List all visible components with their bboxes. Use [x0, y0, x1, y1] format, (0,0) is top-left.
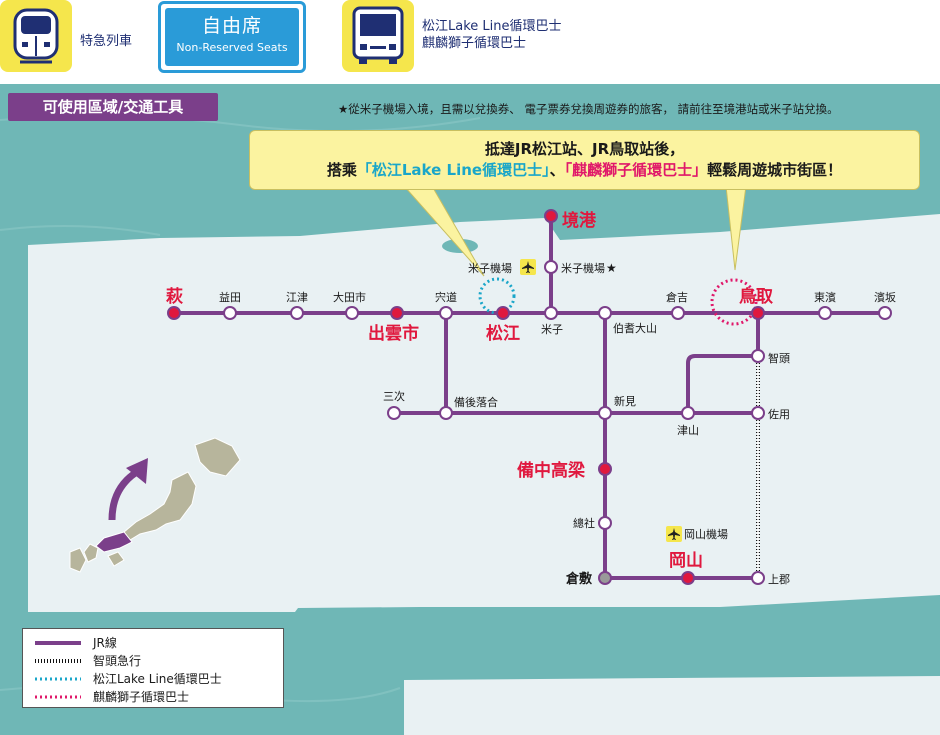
label-gotsu: 江津	[286, 291, 308, 304]
label-kurayoshi: 倉吉	[666, 290, 688, 304]
label-hagi: 萩	[166, 286, 183, 306]
legend: JR線 智頭急行 松江Lake Line循環巴士 麒麟獅子循環巴士	[22, 628, 284, 708]
seat-label-zh: 自由席	[201, 15, 262, 37]
airport-star: ★	[606, 261, 617, 275]
label-iwami: 濱坂	[874, 290, 896, 304]
label-izumoshi: 出雲市	[368, 323, 419, 343]
callout-suffix: 輕鬆周遊城市街區！	[707, 161, 843, 179]
airplane-icon	[520, 259, 536, 275]
station-sakaiminato	[544, 209, 558, 223]
stations	[167, 209, 892, 585]
station-kurashiki	[598, 571, 612, 585]
station-hokidaisen	[598, 306, 612, 320]
legend-chizu-label: 智頭急行	[93, 654, 142, 668]
callout-line-1: 抵達JR松江站、JR鳥取站後，	[484, 140, 685, 158]
station-soja	[598, 516, 612, 530]
label-shinji: 宍道	[435, 290, 457, 304]
bus-label-lake-line: 松江Lake Line循環巴士	[422, 19, 562, 34]
callout-prefix: 搭乘	[326, 161, 357, 179]
station-bingo-ochiai	[439, 406, 453, 420]
station-yonago	[544, 306, 558, 320]
label-yonago-airport-jr: 米子機場	[468, 261, 512, 275]
header-bar: 特急列車 自由席 Non-Reserved Seats 松江Lake Line循…	[0, 0, 940, 84]
legend-jr-label: JR線	[93, 636, 117, 650]
station-matsue	[496, 306, 510, 320]
station-chizu	[751, 349, 765, 363]
station-odashi	[345, 306, 359, 320]
callout-box: 抵達JR松江站、JR鳥取站後， 搭乘「松江Lake Line循環巴士」、「麒麟獅…	[249, 130, 920, 190]
label-masuda: 益田	[219, 290, 241, 304]
label-okayama-airport: 岡山機場	[684, 527, 728, 541]
label-yonago-airport: 米子機場	[561, 261, 605, 275]
station-tottori	[751, 306, 765, 320]
exchange-note: ★從米子機場入境，且需以兌換券、 電子票券兌換周遊券的旅客， 請前往至境港站或米…	[338, 102, 839, 116]
station-masuda	[223, 306, 237, 320]
station-okayama	[681, 571, 695, 585]
kirin-bus-loop	[710, 278, 758, 326]
station-kamigori	[751, 571, 765, 585]
route-map: 萩 益田 江津 大田市 出雲市 宍道 松江 米子 境港 米子機場 米子機場 ★ …	[0, 84, 940, 735]
limited-express-train-icon	[0, 0, 72, 72]
label-yonago: 米子	[541, 323, 563, 336]
label-tottori: 鳥取	[739, 286, 773, 306]
label-tsuyama: 津山	[677, 424, 699, 437]
label-sakaiminato: 境港	[562, 210, 597, 230]
japan-inset-map	[69, 437, 241, 573]
station-sayo	[751, 406, 765, 420]
station-izumoshi	[390, 306, 404, 320]
station-gotsu	[290, 306, 304, 320]
airplane-icon	[666, 526, 682, 542]
station-tsuyama	[681, 406, 695, 420]
bus-icon	[342, 0, 414, 72]
limited-express-label: 特急列車	[80, 34, 133, 49]
label-sayo: 佐用	[768, 407, 790, 421]
land-lower	[404, 676, 940, 735]
label-niimi: 新見	[614, 394, 636, 408]
legend-kirin-label: 麒麟獅子循環巴士	[93, 690, 190, 704]
label-bingo-ochiai: 備後落合	[454, 395, 498, 409]
label-odashi: 大田市	[333, 290, 366, 304]
bus-label-kirin: 麒麟獅子循環巴士	[422, 36, 527, 51]
callout-line-2: 搭乘「松江Lake Line循環巴士」、「麒麟獅子循環巴士」輕鬆周遊城市街區！	[250, 159, 919, 181]
label-kurashiki: 倉敷	[565, 571, 593, 586]
callout-lake-line: 「松江Lake Line循環巴士」	[356, 161, 550, 179]
callout-kirin: 「麒麟獅子循環巴士」	[564, 161, 708, 179]
station-iwami	[878, 306, 892, 320]
station-yonago-airport	[544, 260, 558, 274]
non-reserved-seat-badge: 自由席 Non-Reserved Seats	[158, 1, 306, 73]
station-hamamura	[818, 306, 832, 320]
legend-lake-line-label: 松江Lake Line循環巴士	[93, 672, 222, 686]
label-kamigori: 上郡	[768, 573, 790, 586]
label-chizu: 智頭	[768, 351, 790, 365]
callout-sep: 、	[549, 161, 565, 179]
label-bitchu-takahashi: 備中高梁	[517, 460, 586, 480]
seat-label-en: Non-Reserved Seats	[176, 41, 288, 54]
label-okayama: 岡山	[669, 551, 703, 570]
station-niimi	[598, 406, 612, 420]
label-soja: 總社	[573, 516, 595, 530]
station-kurayoshi	[671, 306, 685, 320]
station-hagi	[167, 306, 181, 320]
label-hamamura: 東濱	[814, 290, 836, 304]
label-matsue: 松江	[486, 323, 520, 343]
label-hokidaisen: 伯耆大山	[613, 321, 657, 335]
label-miyoshi: 三次	[383, 389, 405, 403]
region-label: 可使用區域/交通工具	[8, 93, 218, 121]
station-bitchu-takahashi	[598, 462, 612, 476]
station-shinji	[439, 306, 453, 320]
station-miyoshi	[387, 406, 401, 420]
